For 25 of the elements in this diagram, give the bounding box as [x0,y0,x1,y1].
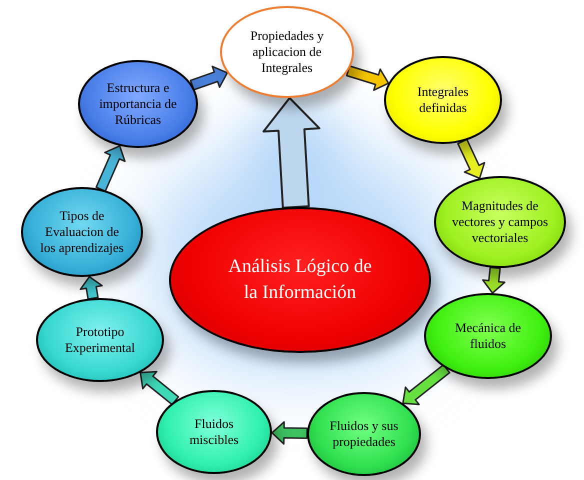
block-arrow [482,266,506,294]
block-arrow [262,97,320,209]
ellipse-node [424,293,552,379]
ellipse-node [384,56,502,144]
node-label: Propiedades y aplicacion de Integrales [249,28,325,76]
ellipse-node [156,390,272,474]
ellipse-node [307,392,421,476]
block-arrow [190,66,228,91]
node-label: Magnitudes de vectores y campos vectoriales [450,198,550,246]
block-arrow [346,65,390,91]
block-arrow [80,276,103,300]
node-label: Fluidos y sus propiedades [328,418,400,450]
block-arrow [402,364,450,406]
node-label: Estructura e importancia de Rúbricas [98,80,178,128]
ellipse-node [434,176,566,268]
node-label: Prototipo Experimental [64,324,136,356]
block-arrow [95,145,126,192]
node-label: Tipos de Evaluacion de los aprendizajes [39,208,125,256]
block-arrow [457,138,486,180]
node-label: Mecánica de fluidos [454,320,522,352]
node-label: Análisis Lógico de la Información [227,255,373,305]
block-arrow [140,370,180,406]
node-label: Fluidos miscibles [188,416,240,448]
block-arrow [271,421,308,445]
node-label: Integrales definidas [416,84,470,116]
